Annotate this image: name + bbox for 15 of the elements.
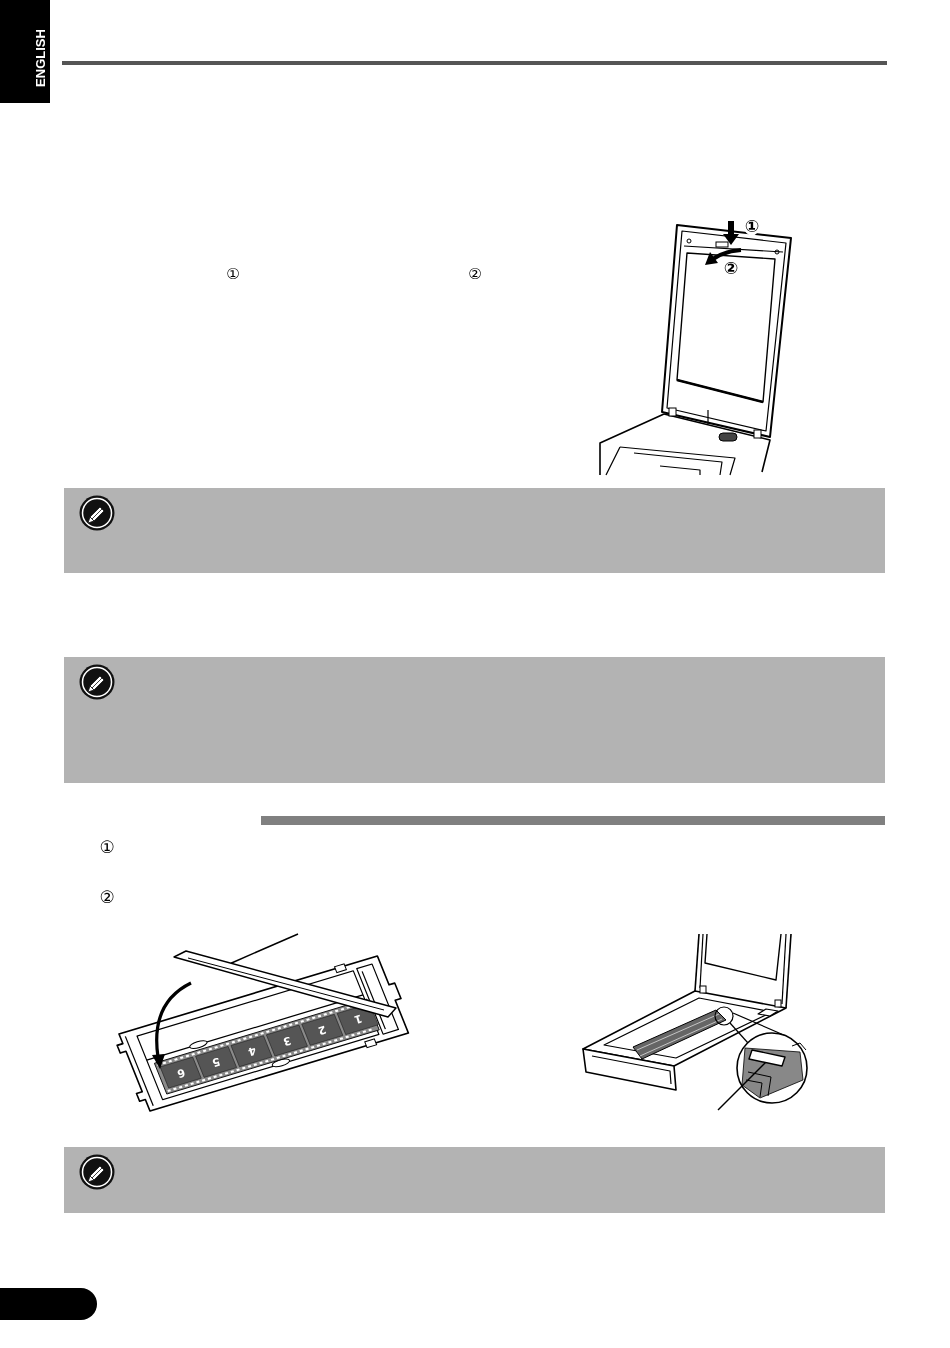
frame-number: 2 bbox=[317, 1023, 328, 1037]
leader-line bbox=[717, 1061, 767, 1111]
slot-opening bbox=[748, 1049, 786, 1067]
leader-line bbox=[230, 933, 299, 964]
step-number: ② bbox=[99, 888, 115, 906]
frame-number: 4 bbox=[246, 1044, 257, 1058]
frame-number: 6 bbox=[175, 1066, 186, 1079]
frame-number: 3 bbox=[281, 1034, 293, 1047]
callout-number: ② bbox=[723, 259, 739, 277]
step-number: ① bbox=[226, 266, 240, 282]
frame-number: 1 bbox=[352, 1012, 363, 1026]
frame-number: 5 bbox=[210, 1055, 222, 1069]
step-number: ② bbox=[468, 266, 482, 282]
language-label: ENGLISH bbox=[33, 29, 47, 87]
step-number: ① bbox=[99, 838, 115, 856]
